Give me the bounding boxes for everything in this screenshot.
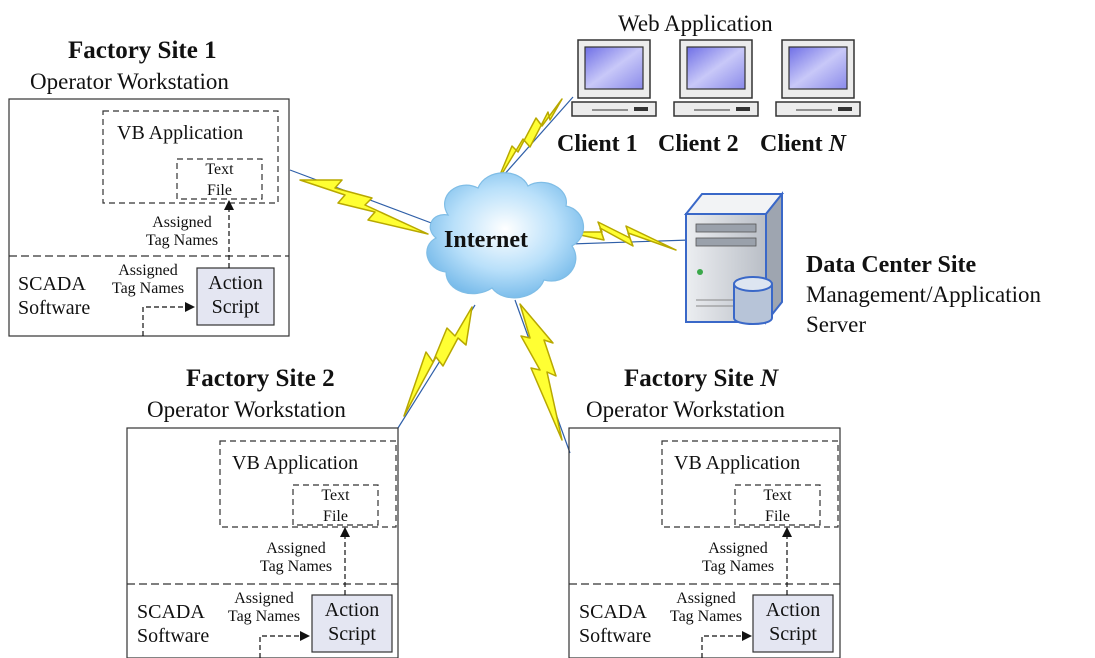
- site-1-vb-label: VB Application: [117, 122, 244, 144]
- site-1-title-prefix: Factory Site: [68, 37, 205, 64]
- site-2-text-file-line2: File: [323, 508, 348, 525]
- site-n-assigned-up-line2: Tag Names: [701, 558, 775, 575]
- link-client: [494, 96, 574, 186]
- site-2-action-line2: Script: [328, 623, 376, 645]
- site-n-title-suffix: N: [760, 365, 779, 392]
- site-2-scada-line1: SCADA: [137, 601, 205, 623]
- client-computer-icon: [571, 39, 657, 117]
- site-n-title: Factory Site N: [624, 366, 778, 391]
- lightning-icon: [299, 98, 677, 441]
- site-1-title-suffix: 1: [204, 37, 217, 64]
- site-2-action-line1: Action: [324, 599, 380, 621]
- site-2-subtitle: Operator Workstation: [147, 397, 346, 422]
- site-2-title-suffix: 2: [322, 365, 335, 392]
- data-center-line1: Management/Application: [806, 282, 1042, 307]
- site-n-subtitle: Operator Workstation: [586, 397, 785, 422]
- lightning-icon: [403, 306, 473, 417]
- data-center-label: Data Center Site Management/Application …: [806, 250, 1041, 340]
- site-n-action-line1: Action: [765, 599, 821, 621]
- site-n-assigned-right-line2: Tag Names: [669, 608, 743, 625]
- site-2-assigned-right-line2: Tag Names: [227, 608, 301, 625]
- site-2-text-file-line1: Text: [321, 487, 350, 504]
- site-n-assigned-right-line1: Assigned: [676, 590, 736, 607]
- web-application-title: Web Application: [618, 11, 773, 36]
- database-icon: [733, 276, 773, 325]
- site-1-assigned-up-line2: Tag Names: [145, 232, 219, 249]
- site-n-text-file-line2: File: [765, 508, 790, 525]
- site-1-scada-line1: SCADA: [18, 273, 86, 295]
- site-n-scada-line1: SCADA: [579, 601, 647, 623]
- site-1-scada-line2: Software: [18, 297, 91, 319]
- site-1-text-file-line1: Text: [205, 161, 234, 178]
- client-n-suffix: N: [828, 131, 847, 157]
- site-1-title: Factory Site 1: [68, 38, 217, 63]
- client-1-label: Client 1: [557, 131, 638, 157]
- site-1-action-line1: Action: [208, 272, 263, 294]
- site-1-text-file-line2: File: [207, 182, 232, 199]
- factory-site-2-box: [126, 427, 399, 658]
- site-1-assigned-right-line1: Assigned: [118, 262, 178, 279]
- site-2-assigned-up-line2: Tag Names: [259, 558, 333, 575]
- site-n-assigned-up-line1: Assigned: [708, 540, 768, 557]
- site-2-vb-label: VB Application: [232, 452, 359, 474]
- internet-label: Internet: [444, 227, 528, 253]
- site-1-action-line2: Script: [211, 296, 260, 318]
- client-2-label: Client 2: [658, 131, 739, 157]
- lightning-icon: [519, 303, 563, 441]
- site-n-action-line2: Script: [769, 623, 817, 645]
- site-n-scada-line2: Software: [579, 625, 652, 647]
- lightning-icon: [496, 98, 563, 183]
- cloud-icon: [426, 172, 585, 299]
- data-center-line2: Server: [806, 312, 867, 337]
- data-center-title: Data Center Site: [806, 252, 977, 278]
- server-icon: [683, 191, 785, 325]
- site-1-subtitle: Operator Workstation: [30, 69, 229, 94]
- client-computer-icon: [775, 39, 861, 117]
- site-1-assigned-up-line1: Assigned: [152, 214, 212, 231]
- site-n-text-file-line1: Text: [763, 487, 792, 504]
- site-2-title: Factory Site 2: [186, 366, 335, 391]
- site-n-vb-label: VB Application: [674, 452, 801, 474]
- factory-site-n-box: [568, 427, 841, 658]
- site-2-assigned-up-line1: Assigned: [266, 540, 326, 557]
- client-n-label: Client N: [760, 132, 846, 156]
- client-n-name: Client: [760, 131, 829, 157]
- site-2-scada-line2: Software: [137, 625, 210, 647]
- site-1-assigned-right-line2: Tag Names: [111, 280, 185, 297]
- client-computer-icon: [673, 39, 759, 117]
- site-2-assigned-right-line1: Assigned: [234, 590, 294, 607]
- lightning-icon: [565, 221, 677, 251]
- site-2-title-prefix: Factory Site: [186, 365, 323, 392]
- factory-site-1-box: [8, 98, 290, 337]
- site-n-title-prefix: Factory Site: [624, 365, 761, 392]
- lightning-icon: [299, 179, 429, 235]
